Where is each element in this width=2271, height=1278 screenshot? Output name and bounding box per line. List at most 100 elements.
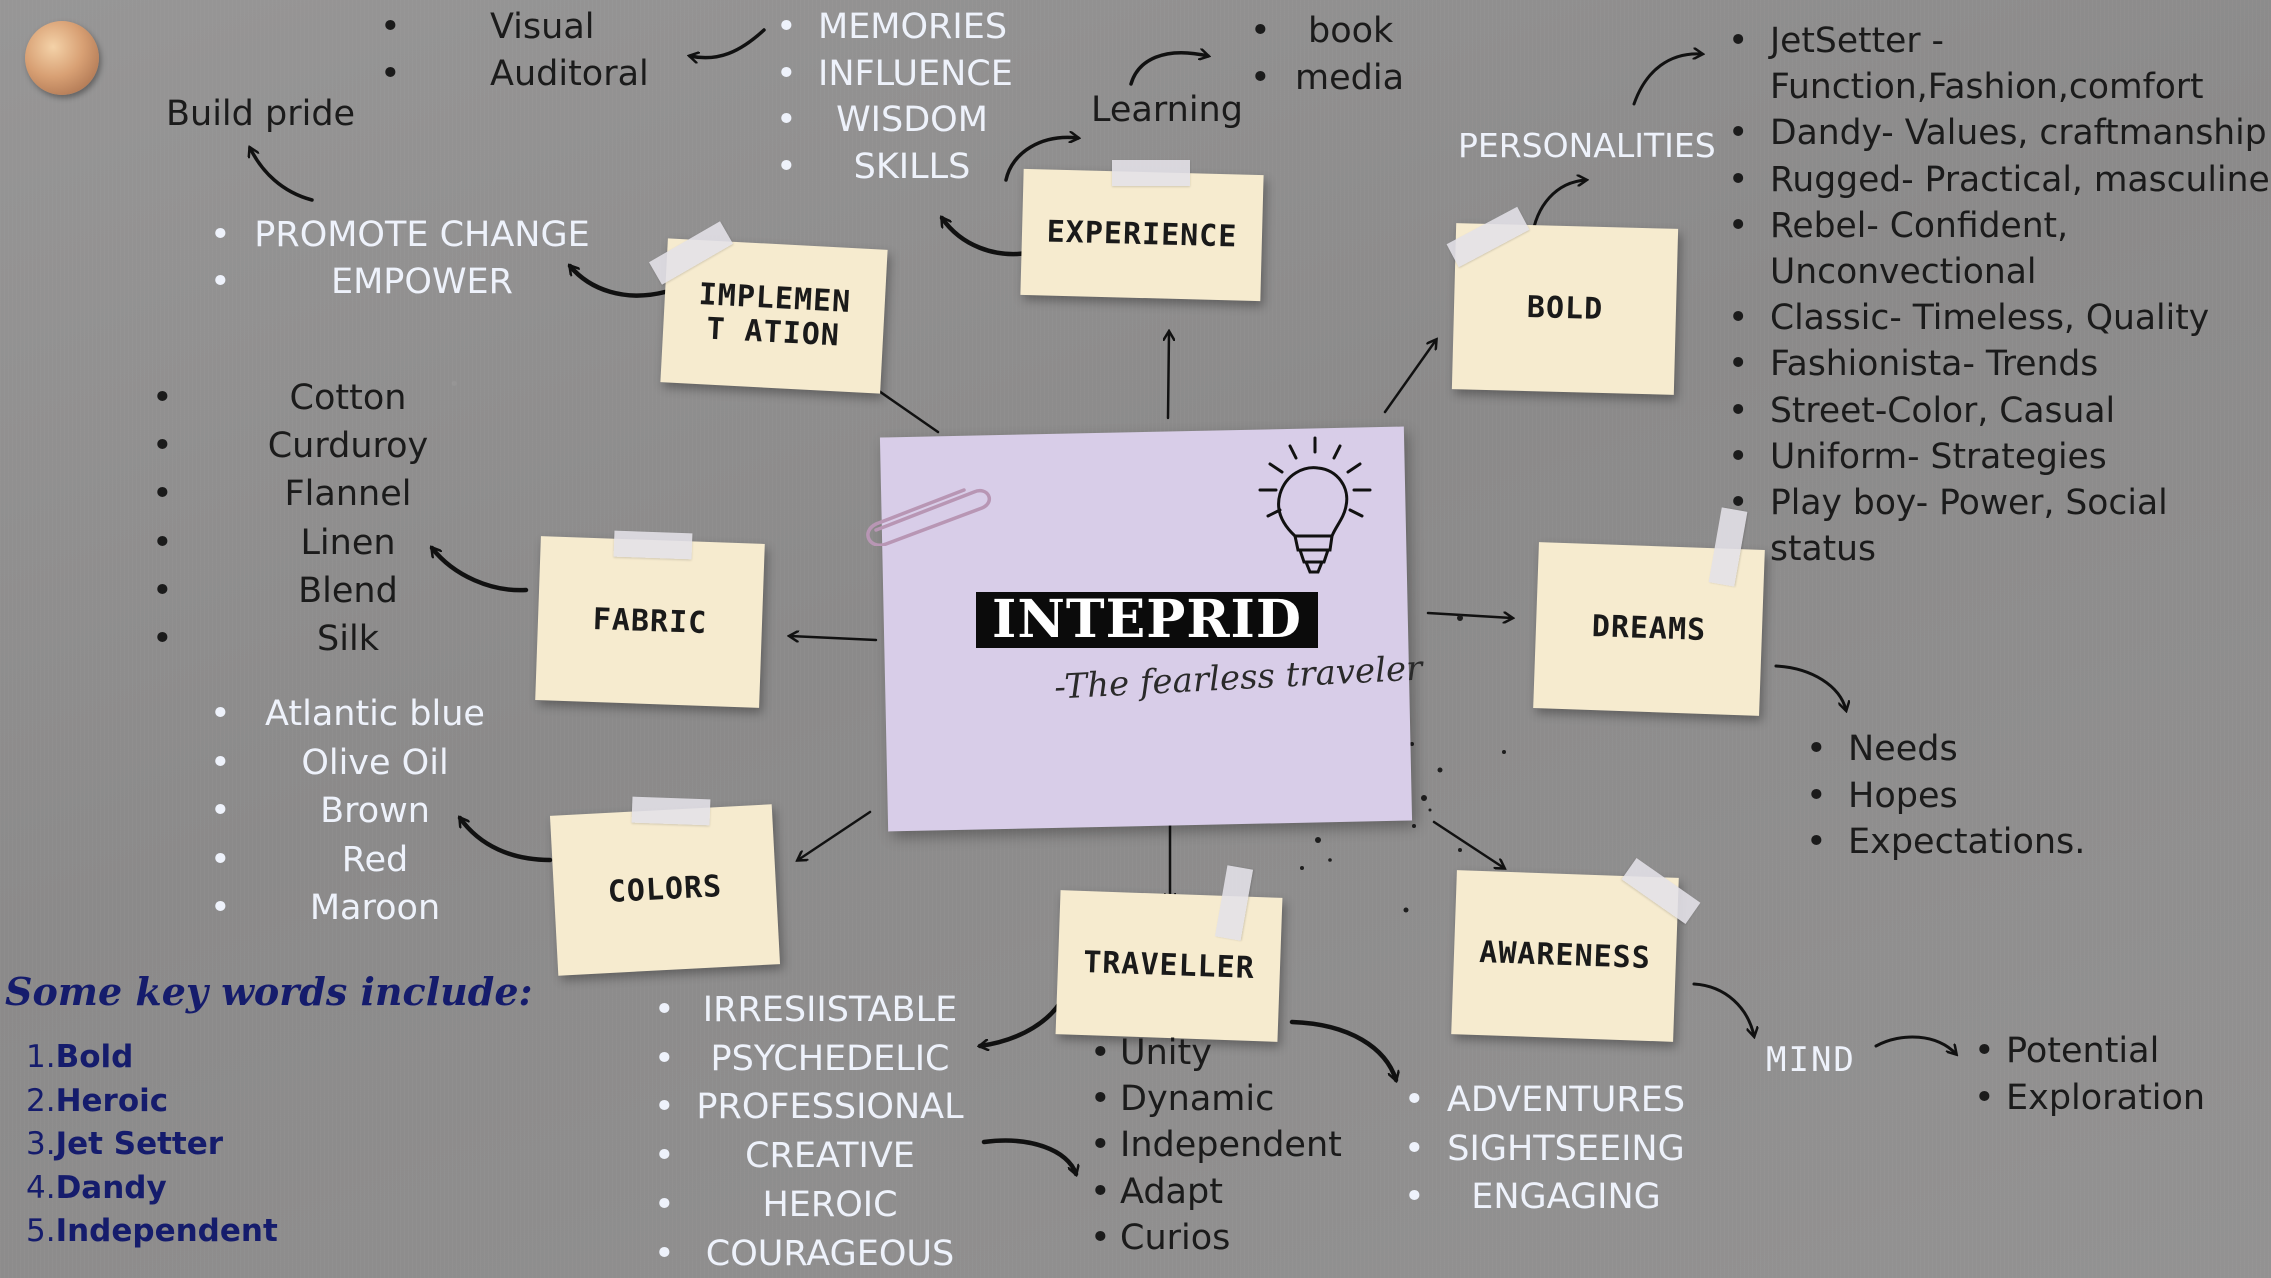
list-item: Fashionista- Trends xyxy=(1728,341,2270,387)
list-item: Flannel xyxy=(152,470,502,518)
list-item: Rugged- Practical, masculine xyxy=(1728,157,2270,203)
key-word-item: 5.Independent xyxy=(26,1210,278,1254)
list-item: Auditoral xyxy=(380,51,649,98)
list-item: EMPOWER xyxy=(210,259,592,306)
list-item: Silk xyxy=(152,615,502,663)
arrow-to-bold xyxy=(1383,340,1436,414)
list-awareness-activities: ADVENTURES SIGHTSEEING ENGAGING xyxy=(1404,1076,1686,1222)
list-item: INFLUENCE xyxy=(776,51,1013,98)
list-item: COURAGEOUS xyxy=(654,1230,964,1278)
note-dreams-label: DREAMS xyxy=(1591,608,1707,648)
arrow-to-fabric xyxy=(790,636,878,640)
list-item: media xyxy=(1250,55,1404,102)
list-item: Cotton xyxy=(152,374,502,422)
key-word: Heroic xyxy=(55,1082,169,1119)
note-implementation-label: IMPLEMENT ATION xyxy=(697,276,853,354)
tape xyxy=(1112,160,1190,186)
arrow-to-dreams xyxy=(1426,613,1512,618)
list-item: Hopes xyxy=(1806,773,2085,820)
list-item: Brown xyxy=(210,787,498,836)
note-experience: EXPERIENCE xyxy=(1020,168,1264,302)
note-bold-label: BOLD xyxy=(1526,289,1604,327)
key-word-number: 4. xyxy=(26,1169,56,1206)
list-item-text: Function,Fashion,comfort xyxy=(1770,67,2204,108)
list-implementation-goals: PROMOTE CHANGE EMPOWER xyxy=(210,212,592,305)
arrow-to-awareness-activities xyxy=(1289,1019,1396,1080)
list-item: Rebel- Confident, xyxy=(1728,203,2270,249)
list-item-text: Unconvectional xyxy=(1770,252,2037,293)
label-learning: Learning xyxy=(1091,90,1243,130)
center-title: INTEPRID xyxy=(976,592,1318,648)
key-word-number: 2. xyxy=(26,1082,56,1119)
key-word: Dandy xyxy=(55,1169,167,1206)
arrow-to-traveller-traits xyxy=(980,993,1067,1046)
list-traveller-qualities: Unity Dynamic Independent Adapt Curios xyxy=(1090,1030,1342,1261)
list-item: JetSetter - xyxy=(1728,18,2270,64)
tape xyxy=(631,796,711,826)
list-item-continued: status xyxy=(1728,526,2270,572)
list-item: Curduroy xyxy=(152,422,502,470)
list-item: Adapt xyxy=(1090,1169,1342,1215)
list-item: HEROIC xyxy=(654,1181,964,1230)
note-colors-label: COLORS xyxy=(606,868,723,910)
note-fabric: FABRIC xyxy=(535,536,765,708)
list-item: CREATIVE xyxy=(654,1132,964,1181)
key-word-item: 4.Dandy xyxy=(26,1167,278,1211)
list-item: Red xyxy=(210,836,498,885)
key-word-number: 5. xyxy=(26,1213,56,1249)
label-personalities: PERSONALITIES xyxy=(1458,126,1716,165)
note-fabric-label: FABRIC xyxy=(592,601,708,641)
list-item: book xyxy=(1250,8,1404,55)
list-item: Classic- Timeless, Quality xyxy=(1728,295,2270,341)
list-item: PROFESSIONAL xyxy=(654,1083,964,1132)
arrow-to-mind xyxy=(1692,982,1754,1036)
key-word-item: 3.Jet Setter xyxy=(26,1123,278,1167)
label-build-pride: Build pride xyxy=(166,94,356,134)
note-traveller-label: TRAVELLER xyxy=(1082,944,1256,986)
key-word-number: 3. xyxy=(26,1126,56,1162)
list-item-text: status xyxy=(1770,529,1877,570)
list-item-continued: Function,Fashion,comfort xyxy=(1728,64,2270,110)
key-word: Bold xyxy=(55,1039,134,1075)
note-experience-label: EXPERIENCE xyxy=(1046,214,1238,255)
list-item: Street-Color, Casual xyxy=(1728,388,2270,434)
arrow-to-traveller-qualities xyxy=(981,1138,1076,1174)
list-item: Blend xyxy=(152,567,502,615)
list-traveller-traits: IRRESIISTABLE PSYCHEDELIC PROFESSIONAL C… xyxy=(654,986,964,1278)
arrow-to-build-pride xyxy=(250,148,314,202)
list-item: SKILLS xyxy=(776,144,1006,191)
key-word: Independent xyxy=(55,1213,278,1249)
list-item: Potential xyxy=(1974,1028,2205,1075)
list-item: ADVENTURES xyxy=(1404,1076,1686,1125)
arrow-to-experience-values xyxy=(939,218,1037,257)
list-mind: Potential Exploration xyxy=(1974,1028,2205,1121)
tape xyxy=(613,530,693,560)
note-traveller: TRAVELLER xyxy=(1055,890,1283,1042)
paperclip-icon xyxy=(866,488,992,546)
arrow-to-senses xyxy=(690,28,766,58)
list-learning-sources: book media xyxy=(1250,8,1404,101)
pushpin-icon xyxy=(25,21,99,95)
arrow-to-dreams-list xyxy=(1774,664,1846,710)
list-item: Unity xyxy=(1090,1030,1342,1076)
arrow-to-learning xyxy=(1004,137,1078,182)
list-item: Dynamic xyxy=(1090,1076,1342,1122)
arrow-to-colors xyxy=(798,810,872,860)
list-item: Dandy- Values, craftmanship xyxy=(1728,110,2270,156)
list-item: Maroon xyxy=(210,884,498,933)
list-item-continued: Unconvectional xyxy=(1728,249,2270,295)
list-item: PSYCHEDELIC xyxy=(654,1035,964,1084)
arrow-to-mind-list xyxy=(1874,1035,1956,1054)
note-awareness-label: AWARENESS xyxy=(1478,934,1652,976)
key-word-item: 1.Bold xyxy=(26,1036,278,1080)
list-item: Expectations. xyxy=(1806,819,2085,866)
list-item: Independent xyxy=(1090,1122,1342,1168)
list-dreams: Needs Hopes Expectations. xyxy=(1806,726,2085,866)
list-personalities: JetSetter - Function,Fashion,comfort Dan… xyxy=(1728,18,2270,572)
list-item: Play boy- Power, Social xyxy=(1728,480,2270,526)
list-item: Visual xyxy=(380,4,649,51)
list-fabrics: Cotton Curduroy Flannel Linen Blend Silk xyxy=(152,374,502,663)
lightbulb-icon xyxy=(1258,436,1372,574)
key-word-number: 1. xyxy=(26,1039,56,1075)
list-item: Olive Oil xyxy=(210,739,498,788)
